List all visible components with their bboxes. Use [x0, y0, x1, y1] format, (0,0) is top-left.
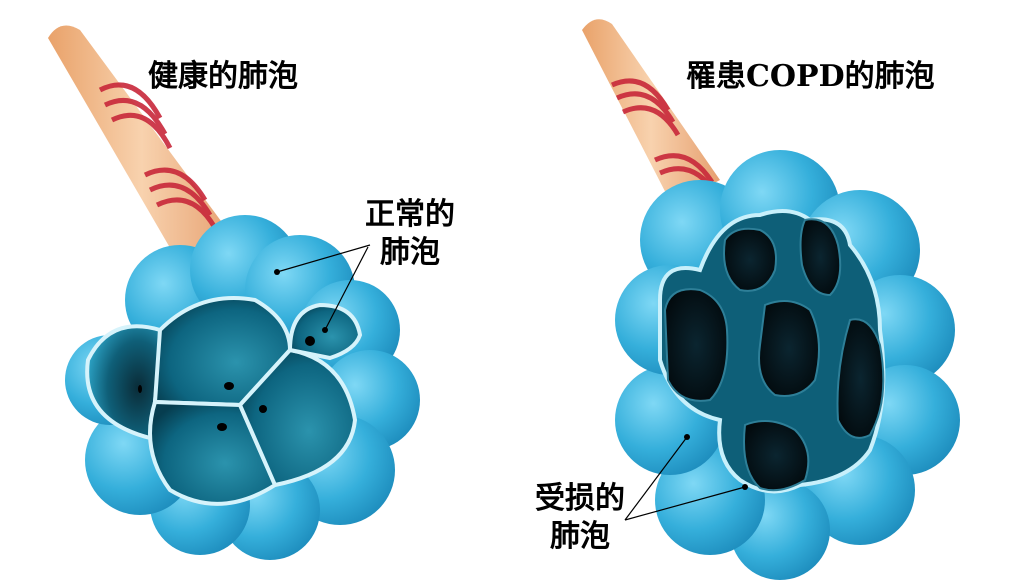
- alveolar-pores-left: [138, 336, 315, 431]
- normal-alveoli-callout-line1: 正常的: [365, 197, 455, 232]
- damaged-alveoli-callout-line1: 受损的: [535, 481, 625, 516]
- copd-alveoli-title: 罹患COPD的肺泡: [686, 59, 935, 94]
- normal-alveoli-callout-line2: 肺泡: [380, 235, 440, 270]
- alveoli-cells-left: [85, 296, 363, 506]
- bronchiole-left: [48, 25, 235, 265]
- healthy-alveoli-title: 健康的肺泡: [148, 59, 298, 94]
- normal-alveoli-callout: 正常的 肺泡: [350, 196, 470, 272]
- damaged-alveoli-callout: 受损的 肺泡: [520, 480, 640, 556]
- copd-alveoli-diagram: [582, 19, 960, 580]
- damaged-alveoli-callout-line2: 肺泡: [550, 519, 610, 554]
- bronchiole-right: [582, 19, 720, 206]
- damaged-alveoli-cavities: [663, 218, 885, 492]
- callout-lines-normal: [276, 244, 371, 331]
- smooth-muscle-bands: [98, 82, 218, 230]
- healthy-alveoli-diagram: [48, 25, 420, 560]
- callout-lines-damaged: [624, 436, 746, 521]
